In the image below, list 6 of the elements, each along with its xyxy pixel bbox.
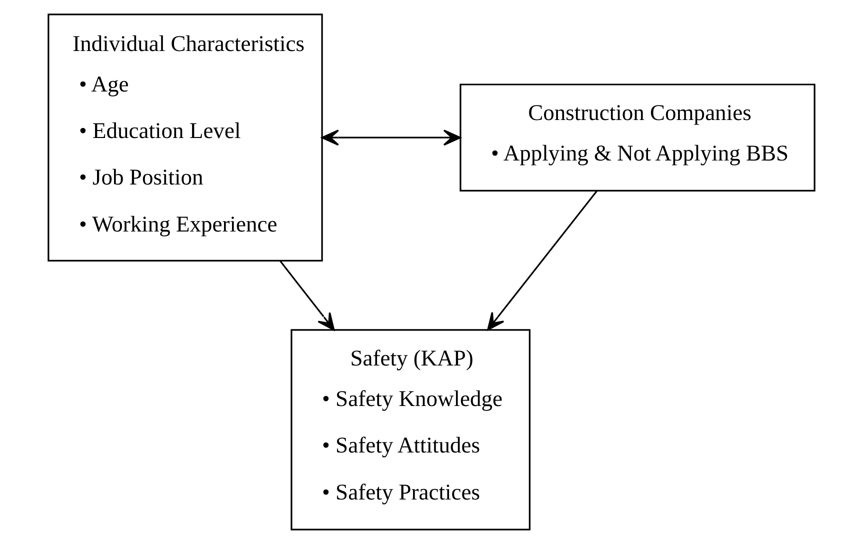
arrow [321,130,461,146]
node-box: Safety (KAP) • Safety Knowledge • Safety Attitudes • Safety Practices [290,329,530,530]
arrow [487,190,598,330]
node-box: Construction Companies • Applying & Not Applying BBS [460,84,816,192]
arrow [280,260,335,331]
node-box: Individual Characteristics • Age • Education Level • Job Position • Working Experience [48,14,323,262]
